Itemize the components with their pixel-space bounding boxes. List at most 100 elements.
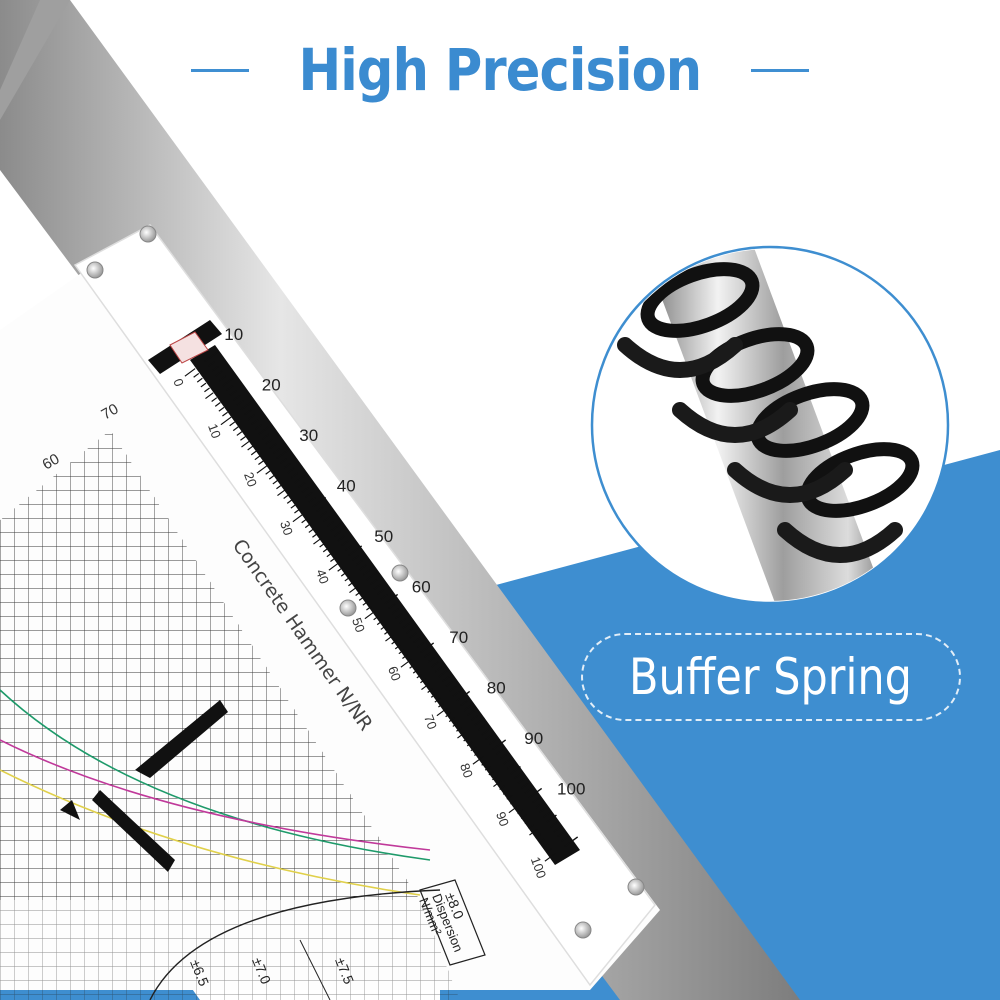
ruler-tick	[348, 545, 363, 556]
ruler-tick	[542, 811, 551, 818]
ruler-tick	[400, 659, 412, 668]
screw-icon	[627, 878, 645, 896]
headline-rule-left	[191, 68, 250, 72]
ruler-tick	[420, 678, 426, 684]
ruler-tick	[250, 450, 257, 456]
ruler-tick	[308, 528, 315, 533]
ruler-tick	[215, 370, 223, 377]
calibration-chart: 60 70 Concrete Hammer N/NR	[0, 400, 460, 1000]
ruler-tick	[211, 397, 218, 402]
ruler-tick	[510, 765, 521, 775]
screws	[86, 225, 645, 939]
ruler-tick	[294, 474, 305, 484]
ruler-tick	[352, 554, 360, 561]
ruler-tick	[283, 462, 291, 469]
ruler-tick	[232, 426, 239, 432]
ruler-tick	[481, 729, 489, 736]
ruler-tick	[517, 778, 525, 784]
ruler-tick	[262, 433, 270, 440]
chart-axis-label: 60	[40, 450, 63, 473]
ruler-tick	[508, 804, 520, 814]
ruler-tick	[506, 763, 515, 770]
headline: High Precision	[0, 30, 1000, 110]
ruler-tick	[330, 557, 336, 563]
ruler-tick	[557, 831, 565, 838]
ruler-tick	[398, 617, 407, 624]
ruler-tick	[420, 642, 435, 653]
ruler-tick	[466, 741, 473, 747]
ruler-label: 40	[337, 477, 356, 496]
ruler-tick	[313, 537, 322, 545]
ruler-tick	[377, 588, 385, 595]
ruler-tick	[546, 848, 552, 854]
ruler-tick	[366, 571, 377, 581]
ruler-tick	[539, 807, 547, 814]
ruler-tick	[204, 351, 219, 362]
frame-edge	[0, 0, 70, 120]
ruler-small-label: 90	[493, 810, 512, 829]
ruler-tick	[236, 399, 245, 406]
ruler-tick	[184, 368, 196, 377]
ruler-tick	[452, 690, 461, 697]
ruler-tick	[409, 663, 416, 669]
ruler-tick	[413, 637, 421, 644]
ruler-tick	[362, 569, 371, 576]
ruler-tick	[434, 697, 441, 703]
ruler-tick	[521, 782, 529, 789]
ruler-tick	[436, 707, 448, 717]
ruler-tick	[380, 625, 387, 630]
ruler-label: 70	[449, 628, 468, 647]
headline-text: High Precision	[298, 36, 703, 104]
ruler-tick	[427, 656, 435, 663]
ruler-tick	[272, 479, 279, 485]
ruler-ticks	[184, 351, 579, 862]
ruler-tick	[380, 593, 389, 600]
ruler-tick	[340, 571, 347, 577]
ruler-tick	[214, 402, 221, 407]
ruler-small-label: 20	[241, 470, 260, 489]
ruler-tick	[492, 739, 507, 750]
ruler-tick	[364, 610, 376, 620]
ruler-tick	[448, 717, 455, 723]
curve-green	[0, 689, 431, 861]
ruler-tick	[196, 377, 203, 383]
ruler-tick	[366, 605, 372, 611]
ruler-tick	[484, 765, 491, 771]
ruler-label: 90	[524, 729, 543, 748]
ruler-tick	[362, 600, 369, 606]
ruler-tick	[316, 506, 324, 513]
ruler-small-label: 40	[313, 567, 332, 586]
ruler-tick	[244, 409, 252, 416]
ruler-tick	[456, 726, 462, 732]
ruler-tick	[503, 758, 511, 765]
ruler-tick	[222, 377, 233, 387]
ruler-tick	[493, 780, 502, 788]
silver-frame	[0, 0, 800, 1000]
ruler-tick	[388, 603, 396, 610]
ruler-tick	[204, 387, 210, 393]
ruler-tick	[222, 411, 228, 417]
ruler-tick	[449, 685, 457, 692]
ruler-tick	[247, 445, 254, 451]
ruler-label: 30	[299, 426, 318, 445]
ruler-tick	[355, 559, 363, 566]
ruler-small-label: 70	[421, 713, 440, 732]
ruler-tick	[229, 421, 236, 427]
ruler-tick	[402, 620, 413, 629]
ruler-small-label: 100	[528, 855, 550, 881]
ruler-tick	[240, 435, 246, 441]
ruler-tick	[236, 431, 243, 436]
ruler-tick	[485, 734, 493, 741]
ruler-tick	[467, 710, 475, 717]
ruler-tick	[384, 593, 399, 605]
ruler-tick	[445, 681, 453, 687]
ruler-tick	[328, 562, 340, 571]
ruler-tick	[510, 799, 516, 805]
ruler-tick	[269, 443, 277, 450]
ruler-tick	[427, 688, 434, 693]
ruler-tick	[496, 748, 504, 755]
ruler-tick	[337, 535, 345, 542]
